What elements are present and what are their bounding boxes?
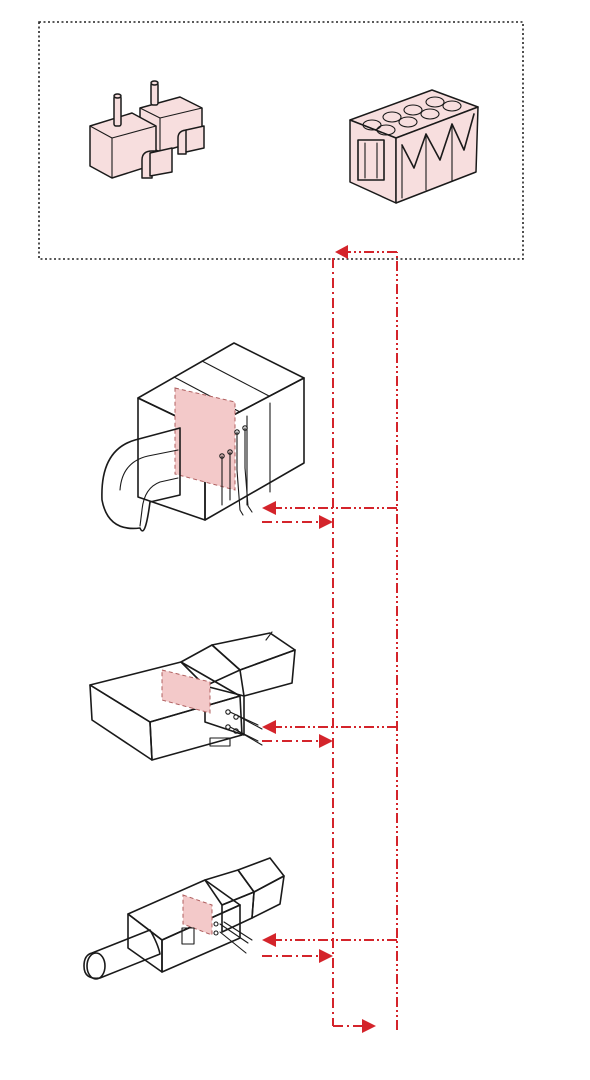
chiller-fan-grid <box>362 96 462 136</box>
arrow-inline-return <box>262 720 276 734</box>
arrow-supply-end <box>362 1019 376 1033</box>
flow-arrows <box>262 245 376 1033</box>
arrow-ahu-supply <box>319 515 333 529</box>
pump-set-icon <box>89 80 205 179</box>
round-inlet-duct-coil-icon <box>83 857 285 980</box>
return-main-pipe <box>348 251 398 1030</box>
arrow-round-return <box>262 933 276 947</box>
inline-duct-coil-icon <box>89 631 296 761</box>
arrow-round-supply <box>319 949 333 963</box>
arrow-return-into-plant <box>335 245 348 259</box>
inline-coil-branch-pipes <box>262 726 397 742</box>
duct-coil-element <box>161 669 211 714</box>
air-handling-unit-icon <box>101 342 305 532</box>
ahu-branch-pipes <box>262 507 397 523</box>
ahu-cooling-coil <box>174 387 236 491</box>
plant-enclosure-frame <box>38 21 524 260</box>
round-duct-coil-element <box>182 894 213 936</box>
round-coil-branch-pipes <box>262 939 397 957</box>
air-cooled-chiller-icon <box>349 89 479 204</box>
arrow-ahu-return <box>262 501 276 515</box>
supply-main-pipe <box>332 258 362 1027</box>
arrow-inline-supply <box>319 734 333 748</box>
pump-front-icon <box>89 93 173 179</box>
